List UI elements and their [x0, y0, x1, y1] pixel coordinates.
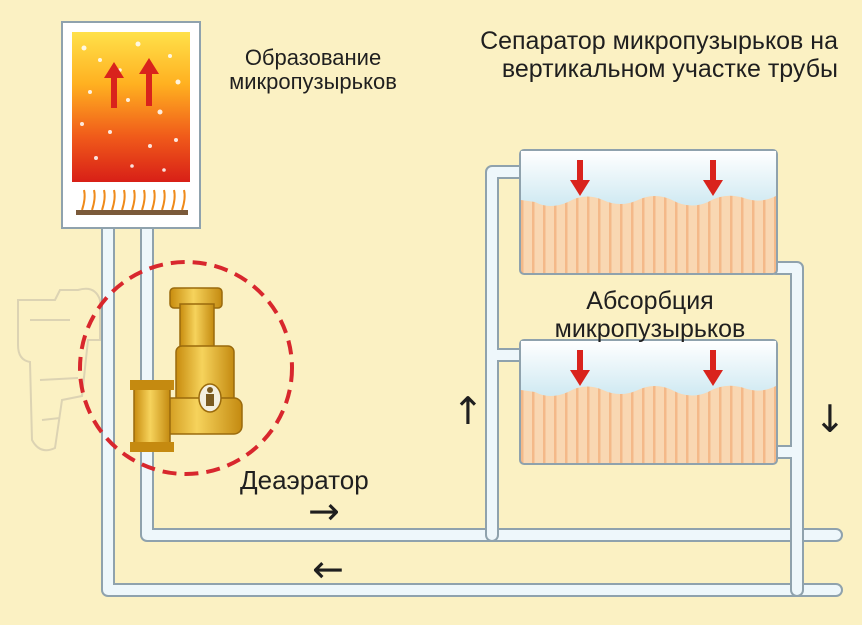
ghost-separator-outline [17, 287, 101, 452]
pipe-network [101, 165, 843, 597]
heat-down-arrow-icon [570, 160, 723, 196]
flow-right-arrow-icon: → [308, 489, 340, 533]
absorption-label: Абсорбция микропузырьков [532, 287, 768, 343]
radiator-top [519, 149, 778, 275]
flow-down-arrow-icon: ↓ [814, 397, 846, 441]
microbubble-formation-label: Образование микропузырьков [228, 45, 398, 95]
absorption-line1: Абсорбция [586, 287, 714, 315]
deaerator-label: Деаэратор [240, 465, 369, 495]
heat-down-arrow-icon [570, 350, 723, 386]
radiator-bottom [519, 339, 778, 465]
deaerator-highlight-circle [78, 260, 294, 476]
heat-up-arrow-icon [104, 58, 159, 108]
flow-left-arrow-icon: ← [312, 547, 344, 591]
separator-label: Сепаратор микропузырьков на вертикальном… [436, 27, 838, 83]
burner-flames-icon [81, 189, 186, 211]
boiler [61, 21, 201, 229]
flow-up-arrow-icon: ↑ [452, 389, 484, 433]
microbubble-formation-line1: Образование [244, 45, 382, 70]
absorption-line2: микропузырьков [554, 314, 746, 343]
separator-line2: вертикальном участке трубы [501, 54, 838, 83]
separator-line1: Сепаратор микропузырьков на [480, 27, 838, 55]
deaerator-device [130, 287, 243, 452]
microbubble-formation-line2: микропузырьков [229, 69, 397, 95]
